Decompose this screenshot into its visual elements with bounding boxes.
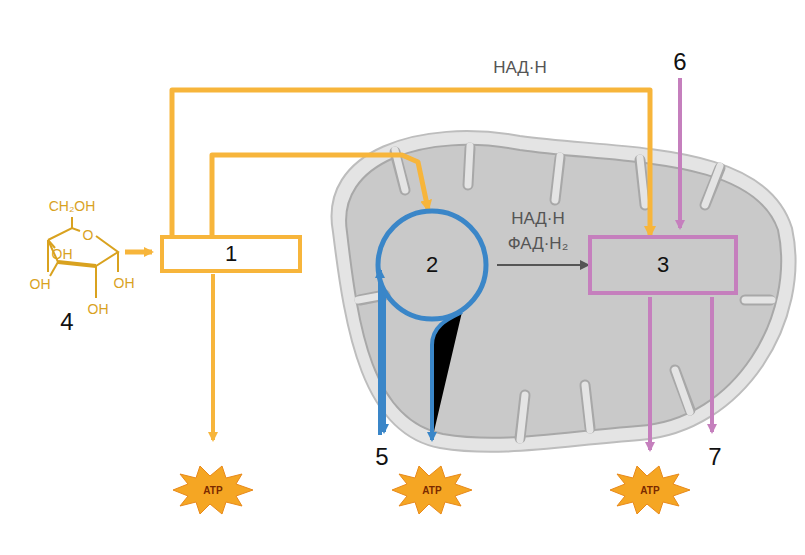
cristae: [358, 146, 772, 440]
node-number: 2: [426, 252, 438, 278]
edge-label: НАД·Н: [460, 56, 580, 81]
mitochondrion-outer: [332, 131, 796, 452]
electron-chain-box: 3: [588, 235, 738, 295]
glycolysis-atp-arrow: [211, 274, 215, 440]
etc-atp-arrow: [648, 297, 652, 450]
cycle-in-out-arrow: [378, 270, 382, 435]
cycle-atp-arrow: [432, 312, 462, 440]
mitochondrion-inner: [346, 145, 781, 438]
formula-group: OH: [114, 275, 135, 291]
callout-number: 4: [60, 308, 73, 336]
callout-number: 6: [673, 48, 686, 76]
glucose-arrow: [125, 250, 152, 255]
formula-group: CH₂OH: [49, 198, 96, 214]
output-arrow-7: [710, 297, 714, 432]
input-arrow-6: [678, 78, 682, 228]
ring-oxygen: O: [83, 227, 94, 243]
atp-label: ATP: [640, 485, 659, 496]
atp-label: ATP: [422, 485, 441, 496]
flow-arrow: [497, 264, 588, 266]
callout-number: 7: [708, 443, 721, 471]
atp-stars: [173, 466, 690, 514]
edge-label: НАД·Н ФАД·Н₂: [498, 207, 578, 256]
formula-group: OH: [52, 246, 73, 262]
callout-number: 5: [375, 443, 388, 471]
atp-label: ATP: [203, 485, 222, 496]
cycle-out-arrow-5: [382, 290, 386, 432]
node-number: 1: [225, 241, 237, 267]
formula-group: OH: [88, 301, 109, 317]
node-number: 3: [657, 252, 669, 278]
formula-group: OH: [30, 276, 51, 292]
krebs-cycle: 2: [375, 208, 489, 322]
cycle-circle: [378, 211, 486, 319]
glycolysis-box: 1: [160, 235, 302, 273]
glucose-structure: [48, 217, 118, 298]
